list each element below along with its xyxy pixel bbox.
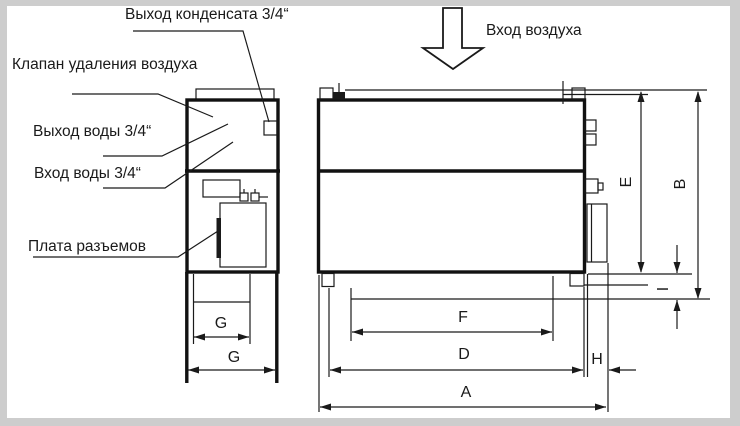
- dim-B-arrow-bottom: [694, 288, 702, 299]
- callout-air-vent-valve: Клапан удаления воздуха: [12, 56, 198, 73]
- dim-G-outer-arrow-right: [264, 366, 275, 374]
- side-panel: [586, 203, 608, 263]
- dim-label-G-outer: G: [227, 349, 241, 366]
- dim-label-A: A: [460, 384, 472, 401]
- dim-H-arrow: [609, 366, 620, 374]
- leader-condensate-outlet: [133, 30, 270, 123]
- side-fitting-3: [584, 178, 599, 194]
- front-view: [316, 7, 710, 300]
- top-left-bracket: [319, 87, 334, 100]
- callout-water-inlet: Вход воды 3/4“: [34, 165, 141, 182]
- dim-G-inner-arrow-right: [238, 333, 249, 341]
- dim-label-D: D: [458, 346, 470, 363]
- side-fitting-1: [584, 119, 597, 132]
- side-view: [185, 88, 280, 383]
- dim-F-arrow-right: [541, 328, 552, 336]
- dim-F-arrow-left: [352, 328, 363, 336]
- leader-connector-board: [33, 230, 219, 258]
- leader-lines: [33, 30, 270, 258]
- condensate-outlet-port: [263, 120, 278, 136]
- dim-A-arrow-right: [595, 403, 606, 411]
- air-inlet-arrow-icon: [420, 7, 486, 71]
- leader-air-vent-valve: [72, 93, 214, 118]
- foot-left: [321, 272, 335, 288]
- callout-air-inlet: Вход воздуха: [486, 22, 582, 39]
- foot-right: [569, 272, 585, 287]
- top-sensor: [333, 92, 345, 100]
- front-casing-outline: [316, 98, 587, 274]
- dim-label-G-inner: G: [214, 315, 228, 332]
- dim-E-arrow-bottom: [637, 262, 645, 273]
- dimension-lines: [188, 91, 702, 411]
- dim-I-arrow-up: [673, 300, 681, 311]
- dim-E-arrow-top: [637, 91, 645, 102]
- dim-label-B: B: [672, 178, 689, 190]
- dim-label-E: E: [618, 176, 635, 188]
- small-connector-2: [250, 192, 260, 202]
- drawing-canvas: [7, 6, 730, 418]
- side-fitting-3-nub: [597, 182, 604, 191]
- small-connector-1: [239, 192, 249, 202]
- leader-water-inlet: [103, 141, 234, 189]
- dim-I-arrow-down: [673, 262, 681, 273]
- connector-board-box: [219, 202, 267, 268]
- extension-lines: [318, 263, 609, 412]
- callout-condensate-outlet: Выход конденсата 3/4“: [125, 6, 289, 23]
- callout-connector-board: Плата разъемов: [28, 238, 146, 255]
- dim-A-arrow-left: [320, 403, 331, 411]
- top-right-bracket: [571, 87, 586, 100]
- dim-G-outer-arrow-left: [188, 366, 199, 374]
- dim-D-arrow-right: [572, 366, 583, 374]
- side-casing-outline: [185, 98, 280, 274]
- terminal-box: [202, 179, 241, 198]
- dim-G-inner-arrow-left: [194, 333, 205, 341]
- callout-water-outlet: Выход воды 3/4“: [33, 123, 152, 140]
- dim-label-I: I: [655, 286, 672, 292]
- connector-board-slot: [216, 218, 221, 258]
- dim-D-arrow-left: [330, 366, 341, 374]
- side-fitting-2: [584, 133, 597, 146]
- leader-water-outlet: [103, 123, 229, 157]
- dim-label-H: H: [591, 351, 603, 368]
- dim-label-F: F: [458, 309, 468, 326]
- dim-B-arrow-top: [694, 91, 702, 102]
